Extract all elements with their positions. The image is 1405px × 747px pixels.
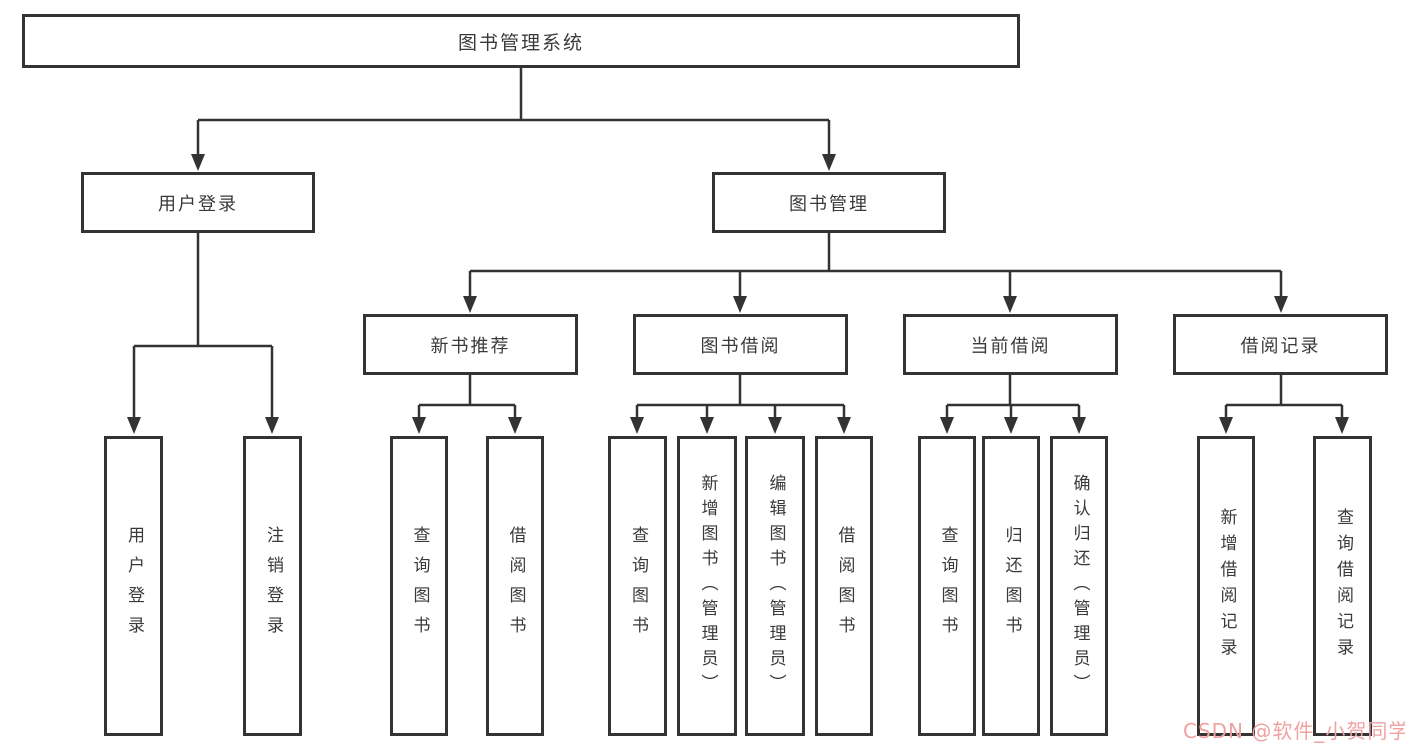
- leaf-add-borrow-record: 新增借阅记录: [1197, 436, 1255, 736]
- leaf-label: 借阅图书: [834, 526, 855, 646]
- leaf-add-books-admin: 新增图书（管理员）: [677, 436, 737, 736]
- leaf-label: 新增图书（管理员）: [697, 473, 718, 699]
- leaf-query-books-borrowing: 查询图书: [608, 436, 667, 736]
- leaf-label: 查询借阅记录: [1333, 508, 1353, 664]
- node-borrowing-records: 借阅记录: [1173, 314, 1388, 375]
- leaf-label: 查询图书: [937, 526, 958, 646]
- node-current-borrowing: 当前借阅: [903, 314, 1118, 375]
- leaf-user-login: 用户登录: [104, 436, 163, 736]
- node-user-login: 用户登录: [81, 172, 315, 233]
- leaf-return-books: 归还图书: [982, 436, 1040, 736]
- leaf-label: 编辑图书（管理员）: [765, 473, 786, 699]
- leaf-label: 查询图书: [409, 526, 430, 646]
- leaf-label: 用户登录: [124, 526, 144, 646]
- node-book-borrowing: 图书借阅: [633, 314, 848, 375]
- leaf-borrow-books: 借阅图书: [815, 436, 873, 736]
- leaf-query-borrow-record: 查询借阅记录: [1313, 436, 1372, 736]
- leaf-query-books-recommend: 查询图书: [390, 436, 448, 736]
- leaf-label: 借阅图书: [505, 526, 526, 646]
- node-library-system: 图书管理系统: [22, 14, 1020, 68]
- leaf-label: 查询图书: [628, 526, 648, 646]
- leaf-confirm-return-admin: 确认归还（管理员）: [1050, 436, 1108, 736]
- leaf-edit-books-admin: 编辑图书（管理员）: [745, 436, 805, 736]
- node-new-book-recommend: 新书推荐: [363, 314, 578, 375]
- leaf-label: 确认归还（管理员）: [1069, 473, 1090, 699]
- leaf-borrow-books-recommend: 借阅图书: [486, 436, 544, 736]
- csdn-watermark: CSDN @软件_小贺同学: [1183, 719, 1405, 743]
- leaf-label: 归还图书: [1001, 526, 1022, 646]
- leaf-label: 注销登录: [263, 526, 283, 646]
- leaf-query-books-current: 查询图书: [918, 436, 976, 736]
- node-book-management: 图书管理: [712, 172, 946, 233]
- leaf-label: 新增借阅记录: [1216, 508, 1237, 664]
- leaf-logout: 注销登录: [243, 436, 302, 736]
